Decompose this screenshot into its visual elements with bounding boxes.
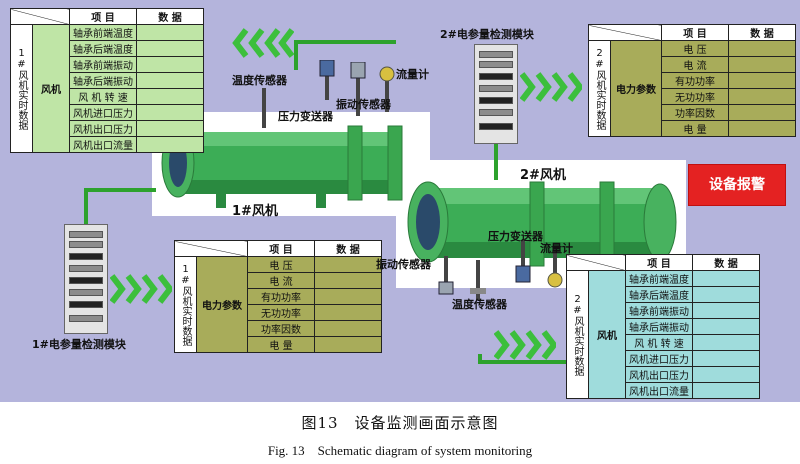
- fan2-realtime-table: 项 目 数 据 2#风机实时数据 风机 轴承前端温度 轴承后端温度 轴承前端振动…: [566, 254, 760, 399]
- pipe-fan1-top: [296, 40, 396, 44]
- table-title: 1#风机实时数据: [10, 24, 33, 153]
- pipe-cab1-horizontal: [84, 188, 156, 192]
- table-row-label: 风 机 转 速: [69, 88, 137, 105]
- fan2-vibration-sensor-icon: [438, 256, 454, 295]
- table-row-label: 轴承后端振动: [625, 318, 693, 335]
- fan2-module-label: 2#电参量检测模块: [440, 28, 534, 41]
- device-alarm-button[interactable]: 设备报警: [688, 164, 786, 206]
- fan1-label: 1#风机: [232, 204, 278, 219]
- fan2-label: 2#风机: [520, 168, 566, 183]
- table-row-label: 风 机 转 速: [625, 334, 693, 351]
- fan2-elec-module-cabinet-icon: [474, 44, 518, 144]
- table-row-label: 功率因数: [661, 104, 729, 121]
- table-row-label: 风机出口压力: [69, 120, 137, 137]
- table-row-label: 电 流: [661, 56, 729, 73]
- pipe-cab1-vertical: [84, 188, 88, 230]
- fan2-flow-meter-label: 流量计: [540, 242, 573, 255]
- fan2-icon: [407, 181, 677, 267]
- fan1-pressure-sensor-icon: [319, 60, 335, 100]
- fan1-elec-table: 项 目 数 据 1#风机实时数据 电力参数 电 压 电 流 有功功率 无功功率 …: [174, 240, 382, 353]
- fan1-temp-sensor-label: 温度传感器: [232, 74, 287, 87]
- table-title: 2#风机实时数据: [588, 40, 611, 137]
- fan2-elec-table: 项 目 数 据 2#风机实时数据 电力参数 电 压 电 流 有功功率 无功功率 …: [588, 24, 796, 137]
- table-header-data: 数 据: [314, 240, 382, 257]
- table-row-label: 无功功率: [661, 88, 729, 105]
- table-row-label: 有功功率: [661, 72, 729, 89]
- arrow-chevron-icon: [110, 274, 172, 304]
- table-row-label: 电 压: [247, 256, 315, 273]
- fan1-vibration-sensor-label: 振动传感器: [336, 98, 391, 111]
- table-row-label: 轴承前端振动: [69, 56, 137, 73]
- fan1-elec-module-cabinet-icon: [64, 224, 108, 334]
- table-row-label: 有功功率: [247, 288, 315, 305]
- table-header-item: 项 目: [247, 240, 315, 257]
- fan1-pressure-sensor-label: 压力变送器: [278, 110, 333, 123]
- fan2-temp-sensor-icon: [470, 260, 486, 300]
- pipe-fan2-bottom: [478, 354, 482, 364]
- fan1-flow-meter-label: 流量计: [396, 68, 429, 81]
- table-row-label: 轴承后端振动: [69, 72, 137, 89]
- table-row-label: 风机出口流量: [69, 136, 137, 153]
- table-row-label: 轴承前端温度: [69, 24, 137, 41]
- table-row-label: 轴承后端温度: [625, 286, 693, 303]
- table-title: 2#风机实时数据: [566, 270, 589, 399]
- table-title: 1#风机实时数据: [174, 256, 197, 353]
- table-row-label: 轴承前端振动: [625, 302, 693, 319]
- table-row-label: 轴承前端温度: [625, 270, 693, 287]
- table-header-data: 数 据: [136, 8, 204, 25]
- arrow-chevron-icon: [494, 330, 556, 360]
- table-group: 电力参数: [196, 256, 248, 353]
- pipe-cab2-vertical: [494, 140, 498, 180]
- fan1-vibration-sensor-icon: [350, 62, 366, 116]
- pipe-fan2-bottom-h: [478, 360, 570, 364]
- table-row-label: 电 压: [661, 40, 729, 57]
- fan2-flow-meter-icon: [547, 246, 563, 288]
- table-row-label: 电 流: [247, 272, 315, 289]
- figure-caption-en: Fig. 13 Schematic diagram of system moni…: [267, 443, 533, 458]
- fan2-vibration-sensor-label: 振动传感器: [376, 258, 431, 271]
- arrow-chevron-icon: [232, 28, 294, 58]
- table-row-label: 轴承后端温度: [69, 40, 137, 57]
- fan1-realtime-table: 项 目 数 据 1#风机实时数据 风机 轴承前端温度 轴承后端温度 轴承前端振动…: [10, 8, 204, 153]
- fan2-pressure-sensor-icon: [515, 240, 531, 283]
- table-row-label: 电 量: [661, 120, 729, 137]
- monitoring-diagram: 项 目 数 据 1#风机实时数据 风机 轴承前端温度 轴承后端温度 轴承前端振动…: [0, 0, 800, 402]
- figure-caption-cn: 图13 设备监测画面示意图: [301, 414, 499, 432]
- table-header-item: 项 目: [625, 254, 693, 271]
- table-row-label: 风机出口压力: [625, 366, 693, 383]
- fan1-flow-meter-icon: [379, 66, 395, 112]
- fan2-pressure-sensor-label: 压力变送器: [488, 230, 543, 243]
- table-row-label: 功率因数: [247, 320, 315, 337]
- table-header-item: 项 目: [661, 24, 729, 41]
- fan2-temp-sensor-label: 温度传感器: [452, 298, 507, 311]
- arrow-chevron-icon: [520, 72, 582, 102]
- fan1-icon: [161, 125, 403, 208]
- table-row-label: 风机出口流量: [625, 382, 693, 399]
- table-header-data: 数 据: [692, 254, 760, 271]
- fan1-temp-sensor-icon: [262, 88, 266, 128]
- table-row-label: 风机进口压力: [625, 350, 693, 367]
- pipe-fan1-top-drop: [294, 40, 298, 70]
- table-group: 风机: [32, 24, 70, 153]
- table-row-label: 电 量: [247, 336, 315, 353]
- table-header-data: 数 据: [728, 24, 796, 41]
- table-header-item: 项 目: [69, 8, 137, 25]
- table-row-label: 风机进口压力: [69, 104, 137, 121]
- fan1-module-label: 1#电参量检测模块: [32, 338, 126, 351]
- table-group: 风机: [588, 270, 626, 399]
- table-row-label: 无功功率: [247, 304, 315, 321]
- table-group: 电力参数: [610, 40, 662, 137]
